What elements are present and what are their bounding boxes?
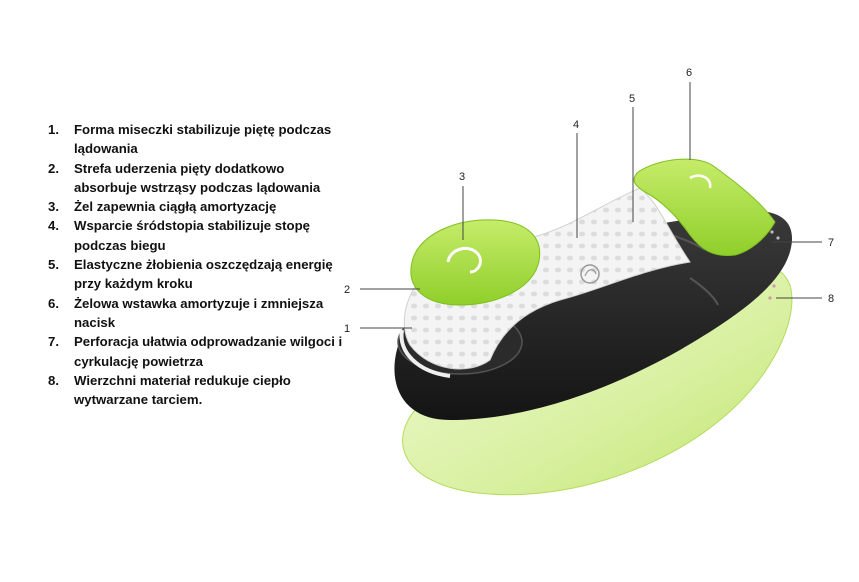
legend-item: 5. Elastyczne żłobienia oszczędzają energ… [48,255,348,294]
callout-1: 1 [344,323,350,335]
callout-2: 2 [344,284,350,296]
forefoot-gel-mark [689,174,712,189]
callout-4: 4 [573,119,579,131]
perforation-dot [772,284,776,288]
legend-number: 1. [48,122,59,137]
legend-item: 6. Żelowa wstawka amortyzuje i zmniejsza … [48,294,348,333]
legend-number: 2. [48,160,59,176]
heel-gel-disc [410,219,541,306]
callout-3: 3 [459,171,465,183]
legend-text: Żel zapewnia ciągłą amortyzację [74,199,277,215]
legend-number: 7. [48,334,59,350]
legend-text: Wsparcie śródstopia stabilizuje stopę po… [74,218,310,253]
legend-text: Żelowa wstawka amortyzuje i zmniejsza na… [74,295,324,330]
callout-6: 6 [686,67,692,79]
feature-legend: 1. Forma miseczki stabilizuje piętę podcz… [48,120,348,409]
legend-item: 1. Forma miseczki stabilizuje piętę podcz… [48,120,348,159]
legend-number: 8. [48,372,59,388]
legend-item: 8. Wierzchni materiał redukuje ciepło wy… [48,371,348,410]
forefoot-gel-insert [633,158,776,257]
perforation-dot [776,236,780,240]
logo-icon [580,264,600,284]
legend-text: Strefa uderzenia pięty dodatkowo absorbu… [74,160,321,195]
legend-item: 7. Perforacja ułatwia odprowadzanie wilgo… [48,332,348,371]
callout-7: 7 [828,237,834,249]
heel-cup-rim [399,329,451,378]
perforation-dot [770,230,774,234]
logo-icon [584,269,597,277]
perforation-dot [768,296,772,300]
callout-5: 5 [629,93,635,105]
legend-text: Forma miseczki stabilizuje piętę podczas… [74,122,332,157]
legend-text: Wierzchni materiał redukuje ciepło wytwa… [74,372,291,408]
legend-number: 4. [48,218,59,234]
legend-item: 4. Wsparcie śródstopia stabilizuje stopę … [48,216,348,255]
legend-item: 2. Strefa uderzenia pięty dodatkowo absor… [48,159,348,198]
legend-text: Perforacja ułatwia odprowadzanie wilgoci… [74,334,343,369]
legend-number: 3. [48,199,59,215]
callout-8: 8 [828,293,834,305]
legend-item: 3. Żel zapewnia ciągłą amortyzację [48,197,348,216]
flex-groove [689,277,719,306]
heel-gel-mark [446,246,482,274]
legend-number: 5. [48,257,59,273]
legend-number: 6. [48,295,59,311]
legend-text: Elastyczne żłobienia oszczędzają energię… [74,257,333,292]
